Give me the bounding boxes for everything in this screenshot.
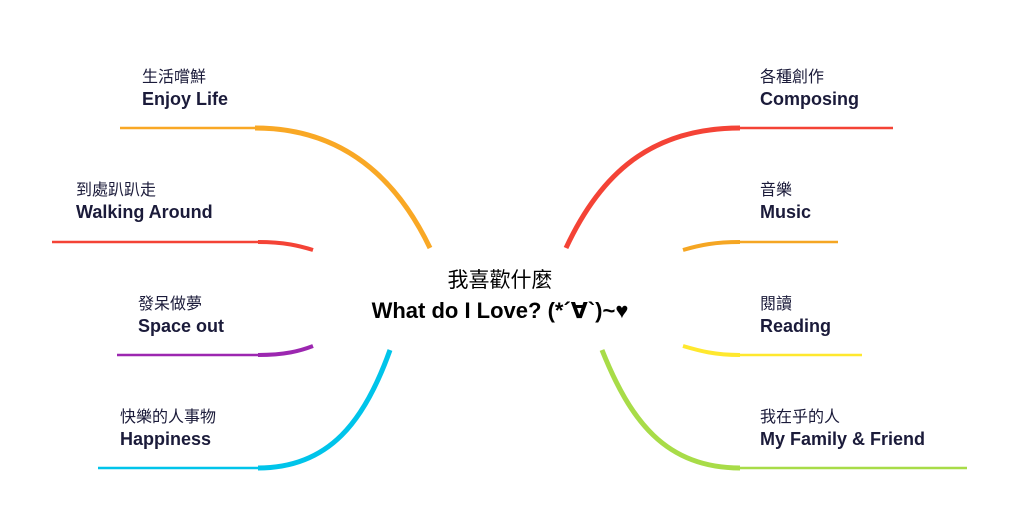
branch-zh: 各種創作 (760, 67, 825, 86)
branch-family-friend[interactable]: 我在乎的人 My Family & Friend (760, 407, 925, 451)
connector-space-out-curve (257, 344, 314, 357)
branch-space-out[interactable]: 發呆做夢 Space out (138, 294, 224, 338)
branch-music[interactable]: 音樂 Music (760, 180, 811, 224)
branch-en: Music (760, 202, 812, 222)
branch-zh: 發呆做夢 (138, 294, 203, 313)
connector-reading-curve (682, 344, 741, 357)
central-topic[interactable]: 我喜歡什麼 What do I Love? (*´∀`)~♥ (300, 266, 700, 328)
branch-reading[interactable]: 閱讀 Reading (760, 294, 831, 338)
branch-zh: 到處趴趴走 (76, 180, 157, 199)
branch-en: Happiness (120, 429, 212, 449)
branch-en: Space out (138, 316, 225, 336)
branch-composing[interactable]: 各種創作 Composing (760, 67, 859, 111)
branch-zh: 生活嚐鮮 (142, 67, 207, 86)
branch-zh: 快樂的人事物 (120, 407, 217, 426)
branch-en: My Family & Friend (760, 429, 926, 449)
branch-zh: 音樂 (760, 180, 793, 199)
connector-happiness-curve (257, 349, 393, 471)
branch-en: Composing (760, 89, 859, 109)
branch-enjoy-life[interactable]: 生活嚐鮮 Enjoy Life (142, 67, 228, 111)
branch-zh: 閱讀 (760, 294, 793, 313)
connector-music-curve (682, 240, 741, 252)
branch-en: Enjoy Life (142, 89, 229, 109)
connector-composing-curve (563, 125, 741, 250)
connector-enjoy-life-curve (254, 125, 433, 250)
connector-walking-curve (257, 240, 314, 252)
branch-happiness[interactable]: 快樂的人事物 Happiness (120, 407, 216, 451)
branch-en: Reading (760, 316, 832, 336)
central-topic-zh: 我喜歡什麼 (447, 268, 553, 292)
connector-family-curve (599, 349, 741, 471)
branch-walking-around[interactable]: 到處趴趴走 Walking Around (76, 180, 213, 224)
central-topic-en: What do I Love? (*´∀`)~♥ (371, 298, 629, 323)
branch-zh: 我在乎的人 (760, 407, 841, 426)
branch-en: Walking Around (76, 202, 213, 222)
